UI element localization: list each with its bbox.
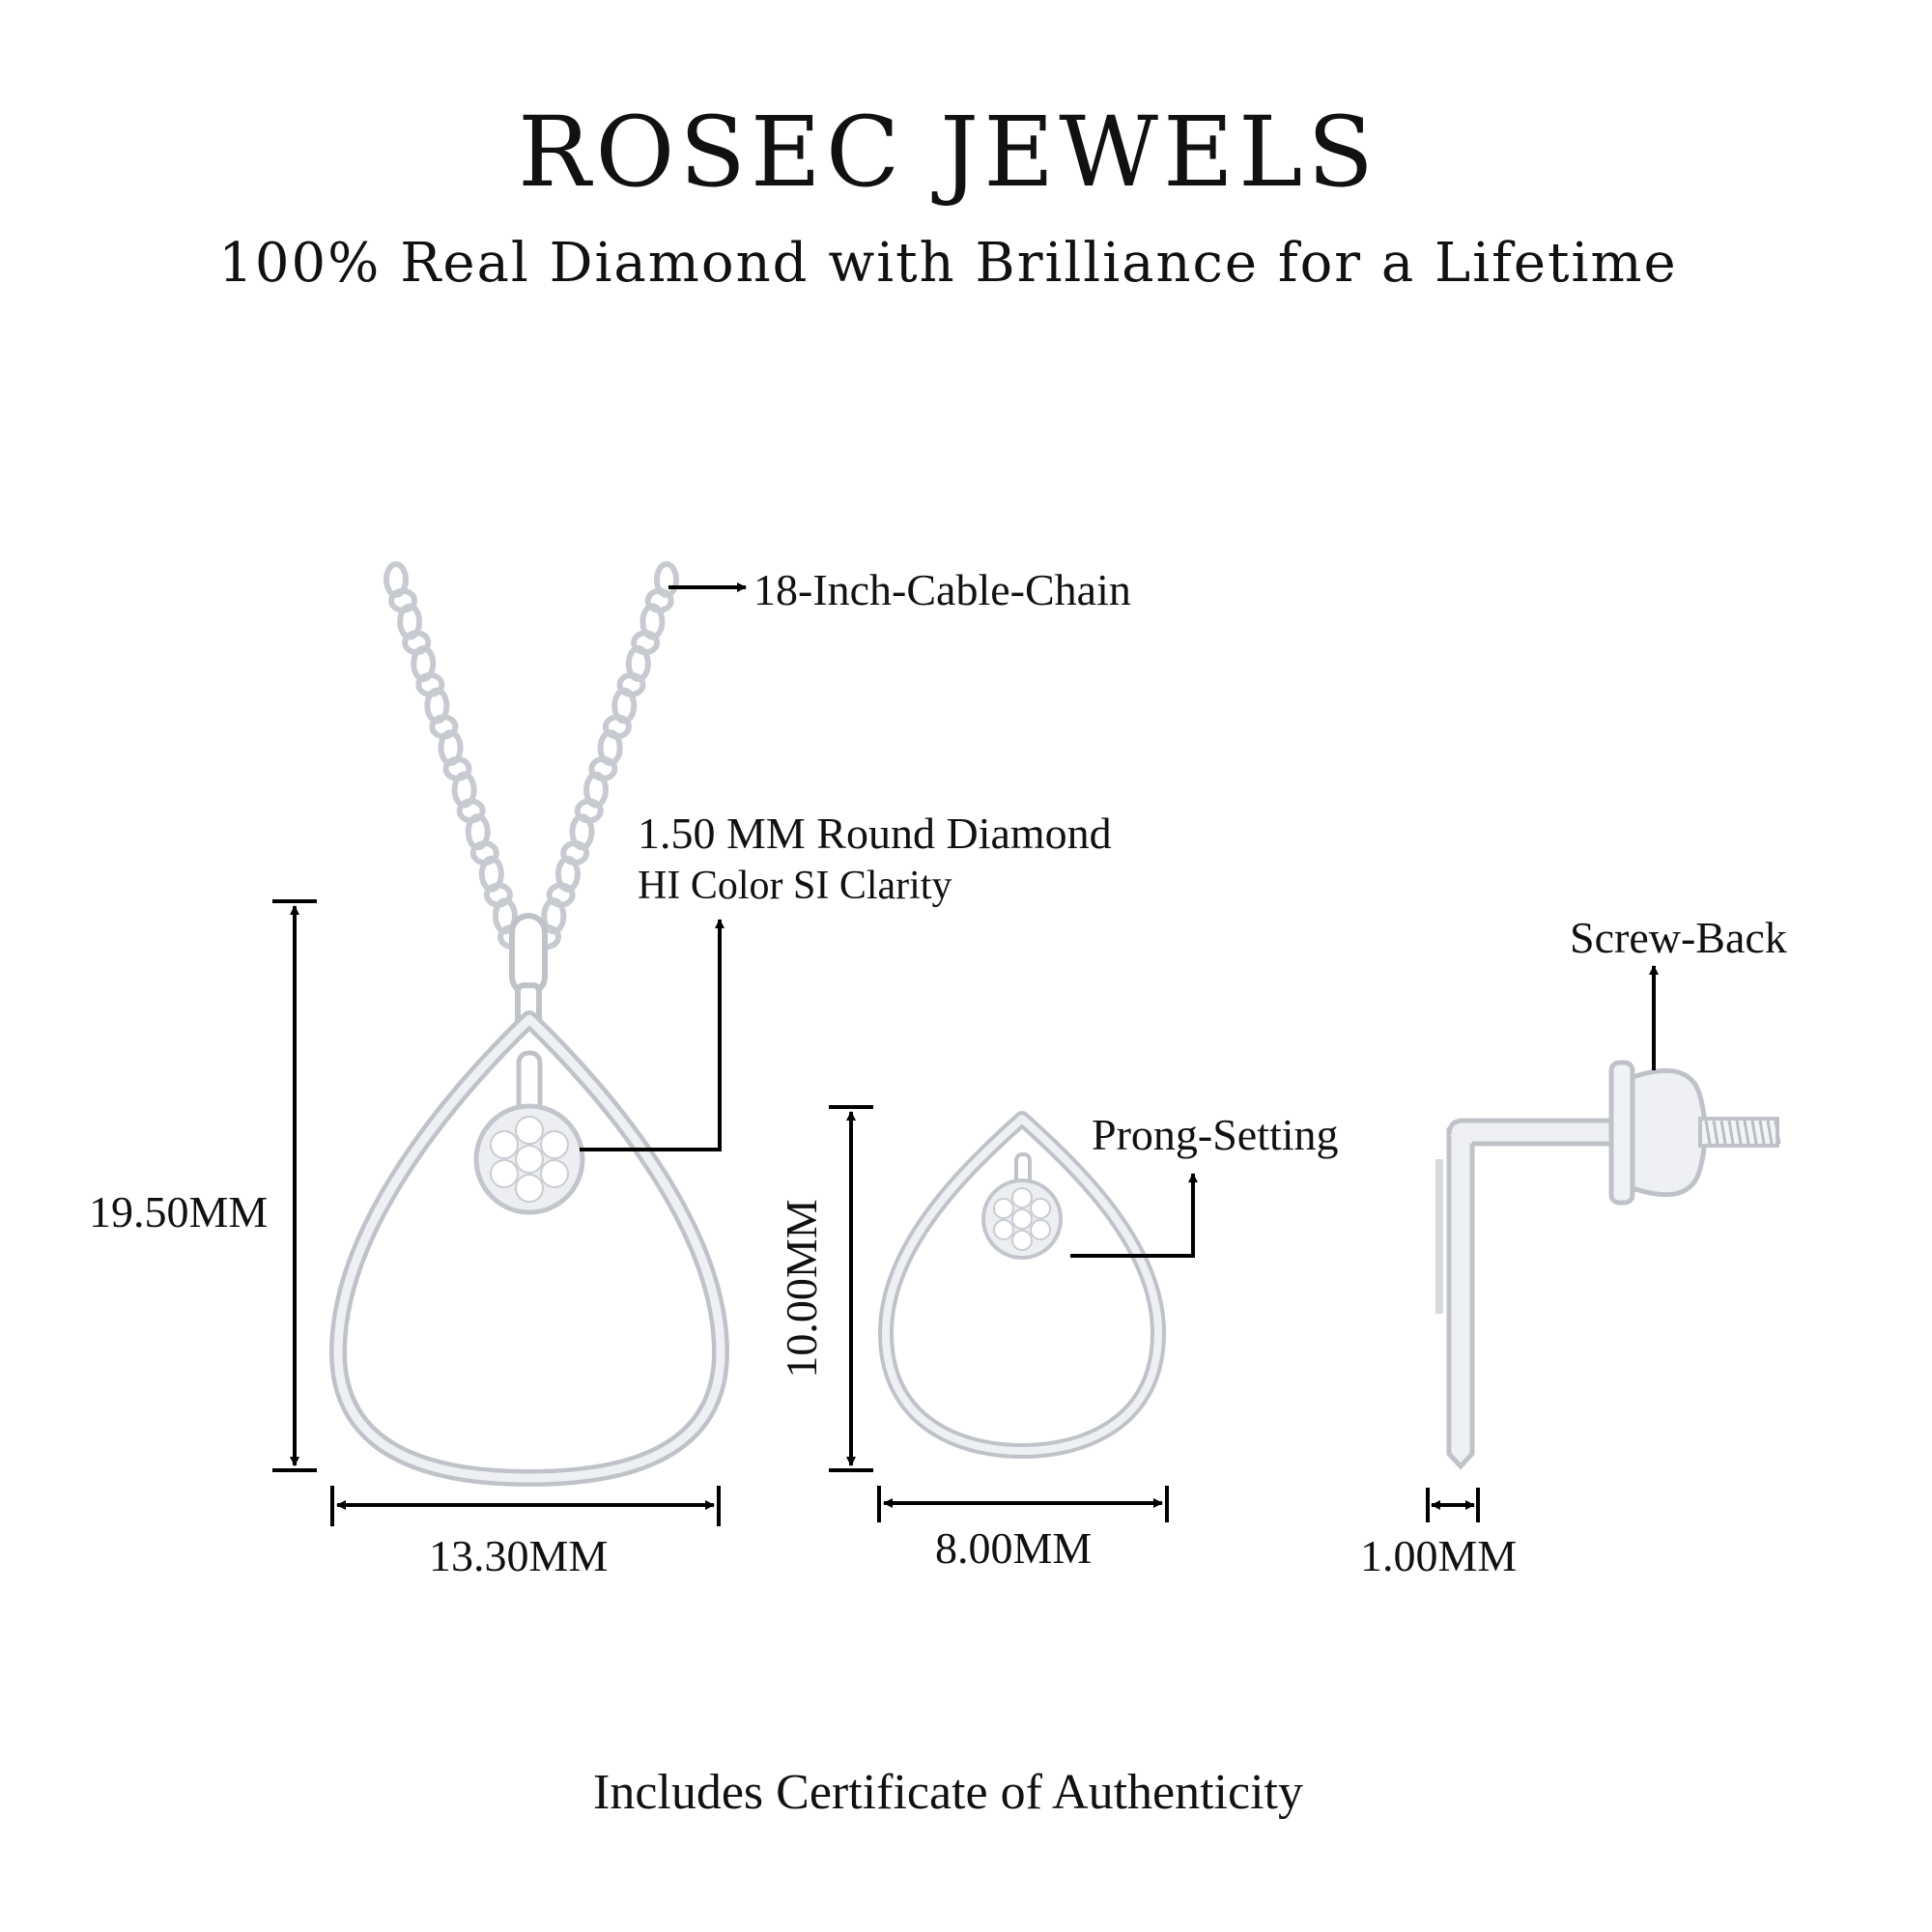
diamond-stone xyxy=(515,1145,544,1174)
pendant-teardrop xyxy=(329,1010,729,1487)
diamond-stone xyxy=(1030,1198,1052,1219)
diamond-stone xyxy=(1011,1208,1033,1230)
cable-chain xyxy=(384,561,679,950)
earring-side-view xyxy=(1435,1060,1781,1470)
prong-leader-arrow xyxy=(1070,1173,1198,1258)
earring-front-teardrop xyxy=(878,1111,1166,1459)
diamond-stone xyxy=(992,1198,1014,1219)
tagline: 100% Real Diamond with Brilliance for a … xyxy=(218,232,1678,295)
diamond-stone xyxy=(539,1130,569,1159)
diamond-stone xyxy=(1011,1230,1033,1251)
screw-thread xyxy=(1735,1120,1743,1145)
diamond-stone xyxy=(515,1174,544,1203)
diamond-quality-label: HI Color SI Clarity xyxy=(638,864,952,908)
prong-setting-label: Prong-Setting xyxy=(1092,1110,1339,1159)
screw-back-label: Screw-Back xyxy=(1570,913,1787,962)
screw-thread xyxy=(1704,1120,1712,1145)
screw-thread xyxy=(1774,1120,1781,1145)
diamond-stone xyxy=(1011,1187,1033,1208)
pendant-height-label: 19.50MM xyxy=(89,1187,269,1236)
screw-thread xyxy=(1758,1120,1766,1145)
earring-height-dimension xyxy=(829,1105,873,1472)
earring-height-label: 10.00MM xyxy=(777,1199,826,1378)
diamond-stone xyxy=(1030,1219,1052,1240)
diamond-stone xyxy=(992,1219,1014,1240)
diamond-stone xyxy=(490,1159,520,1188)
earring-thickness-label: 1.00MM xyxy=(1360,1531,1518,1580)
diamond-stone xyxy=(515,1116,544,1145)
certificate-note: Includes Certificate of Authenticity xyxy=(593,1765,1303,1820)
pendant-width-dimension xyxy=(330,1486,721,1526)
screw-thread xyxy=(1743,1120,1750,1145)
earring-width-label: 8.00MM xyxy=(935,1523,1093,1573)
screw-thread xyxy=(1750,1120,1758,1145)
earring-thickness-dimension xyxy=(1426,1488,1480,1522)
diamond-leader-arrow xyxy=(580,919,724,1151)
diamond-size-label: 1.50 MM Round Diamond xyxy=(638,809,1112,858)
brand-title: ROSEC JEWELS xyxy=(518,96,1378,209)
screw-thread xyxy=(1727,1120,1735,1145)
diamond-stone xyxy=(490,1130,520,1159)
pendant-diamond-disc xyxy=(473,1050,585,1215)
screw-thread xyxy=(1766,1120,1774,1145)
pendant-width-label: 13.30MM xyxy=(429,1531,609,1580)
chain-label: 18-Inch-Cable-Chain xyxy=(753,565,1131,614)
earring-width-dimension xyxy=(877,1486,1169,1522)
diamond-stone xyxy=(539,1159,569,1188)
screw-thread xyxy=(1719,1120,1727,1145)
screw-thread xyxy=(1712,1120,1719,1145)
earring-diamond-disc xyxy=(981,1152,1063,1260)
pendant-height-dimension xyxy=(272,899,317,1472)
